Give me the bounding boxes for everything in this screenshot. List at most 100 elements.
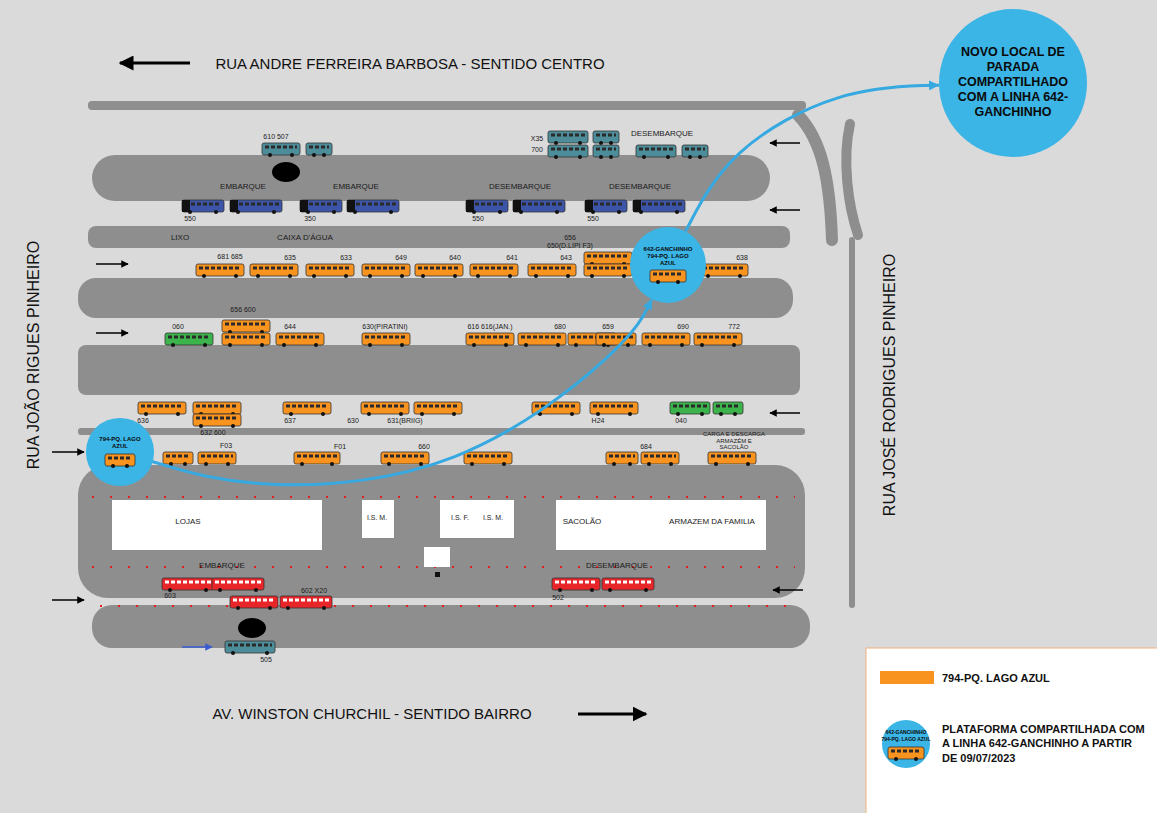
- bus-windows: [653, 273, 683, 276]
- bus-windows: [593, 405, 635, 408]
- bus-body: [105, 454, 135, 466]
- bus-wheel: [254, 588, 258, 592]
- bus-symbol: [414, 402, 462, 416]
- direction-arrow: [52, 451, 84, 453]
- bus-windows: [639, 148, 673, 151]
- bus-windows: [673, 405, 707, 408]
- bus-symbol: [888, 747, 924, 761]
- bus-symbol: [300, 200, 342, 214]
- map-label: 700: [531, 146, 543, 154]
- kiosk-dot: [435, 572, 440, 577]
- route-arrow: [152, 299, 652, 484]
- bus-wheel: [125, 464, 129, 468]
- bus-windows: [521, 336, 563, 339]
- bus-wheel: [498, 210, 502, 214]
- bus-windows: [645, 336, 687, 339]
- direction-arrow: [120, 62, 190, 65]
- bus-symbol: [593, 131, 619, 145]
- bus-windows: [596, 148, 616, 151]
- road-curb: [849, 240, 855, 605]
- bus-wheel: [628, 412, 632, 416]
- bus-wheel: [452, 412, 456, 416]
- bus-symbol: [548, 131, 588, 145]
- bus-wheel: [590, 588, 594, 592]
- map-label: 610 507: [263, 133, 288, 141]
- bus-wheel: [622, 274, 626, 278]
- bus-wheel: [367, 412, 371, 416]
- map-label: 772: [728, 323, 740, 331]
- bus-wheel: [202, 274, 206, 278]
- bus-body: [548, 145, 588, 157]
- bus-front: [347, 200, 355, 212]
- bus-wheel: [534, 274, 538, 278]
- bus-symbol: [283, 402, 331, 416]
- bus-symbol: [362, 264, 410, 278]
- bus-symbol: [306, 264, 354, 278]
- bus-wheel: [231, 651, 235, 655]
- bus-symbol: [361, 402, 409, 416]
- bus-symbol: [306, 143, 332, 157]
- map-label: CARGA E DESCARGA ARMAZÉM E SACOLÃO: [702, 431, 766, 451]
- legend-box: [866, 648, 1157, 813]
- map-label: 636: [137, 417, 149, 425]
- map-label: 603: [164, 592, 176, 600]
- bus-wheel: [675, 210, 679, 214]
- direction-arrow: [770, 209, 800, 211]
- kiosk: [424, 547, 450, 567]
- bus-symbol: [602, 578, 654, 592]
- bus-symbol: [182, 200, 224, 214]
- bus-wheel: [556, 343, 560, 347]
- map-label: ARMAZEM DA FAMILIA: [669, 518, 755, 527]
- bus-symbol: [633, 200, 685, 214]
- bus-windows: [697, 336, 739, 339]
- map-label: 505: [260, 656, 272, 664]
- bus-wheel: [288, 274, 292, 278]
- bus-body: [713, 402, 743, 414]
- bus-wheel: [688, 155, 692, 159]
- stop-circle: 642-GANCHINHO794-PQ. LAGO AZUL: [630, 227, 706, 303]
- bus-wheel: [312, 153, 316, 157]
- bus-wheel: [714, 462, 718, 466]
- bus-wheel: [236, 606, 240, 610]
- platform: [92, 605, 810, 648]
- bus-symbol: [518, 333, 566, 347]
- circle-content: 642-GANCHINHO794-PQ. LAGO AZUL: [640, 246, 696, 285]
- bus-body: [548, 131, 588, 143]
- bus-wheel: [144, 412, 148, 416]
- bus-wheel: [524, 343, 528, 347]
- bus-windows: [636, 203, 682, 206]
- bus-symbol: [682, 145, 708, 159]
- bus-wheel: [644, 588, 648, 592]
- bus-body: [670, 402, 710, 414]
- street-name: RUA JOSÉ RODRIGUES PINHEIRO: [881, 254, 899, 516]
- bus-windows: [384, 455, 426, 458]
- route-arrow: [686, 85, 940, 231]
- bus-wheel: [204, 462, 208, 466]
- bus-symbol: [552, 578, 600, 592]
- bus-windows: [233, 203, 279, 206]
- map-label: DESEMBARQUE: [489, 183, 551, 192]
- bus-windows: [703, 267, 745, 270]
- legend-icon: [882, 720, 930, 768]
- bus-wheel: [628, 462, 632, 466]
- bus-windows: [168, 336, 210, 339]
- platform: [78, 345, 800, 395]
- bus-symbol: [649, 269, 687, 284]
- bus-wheel: [300, 462, 304, 466]
- bus-wheel: [656, 280, 660, 284]
- map-label: 637: [284, 417, 296, 425]
- bus-wheel: [732, 343, 736, 347]
- bus-wheel: [706, 274, 710, 278]
- bus-wheel: [566, 274, 570, 278]
- bus-wheel: [268, 153, 272, 157]
- bus-wheel: [574, 343, 578, 347]
- shop-block: [556, 500, 766, 550]
- bus-wheel: [231, 424, 235, 428]
- street-name: AV. WINSTON CHURCHIL - SENTIDO BAIRRO: [212, 706, 531, 723]
- bus-front: [513, 200, 521, 212]
- bus-wheel: [314, 343, 318, 347]
- bus-windows: [609, 455, 635, 458]
- bus-wheel: [322, 606, 326, 610]
- bus-wheel: [680, 343, 684, 347]
